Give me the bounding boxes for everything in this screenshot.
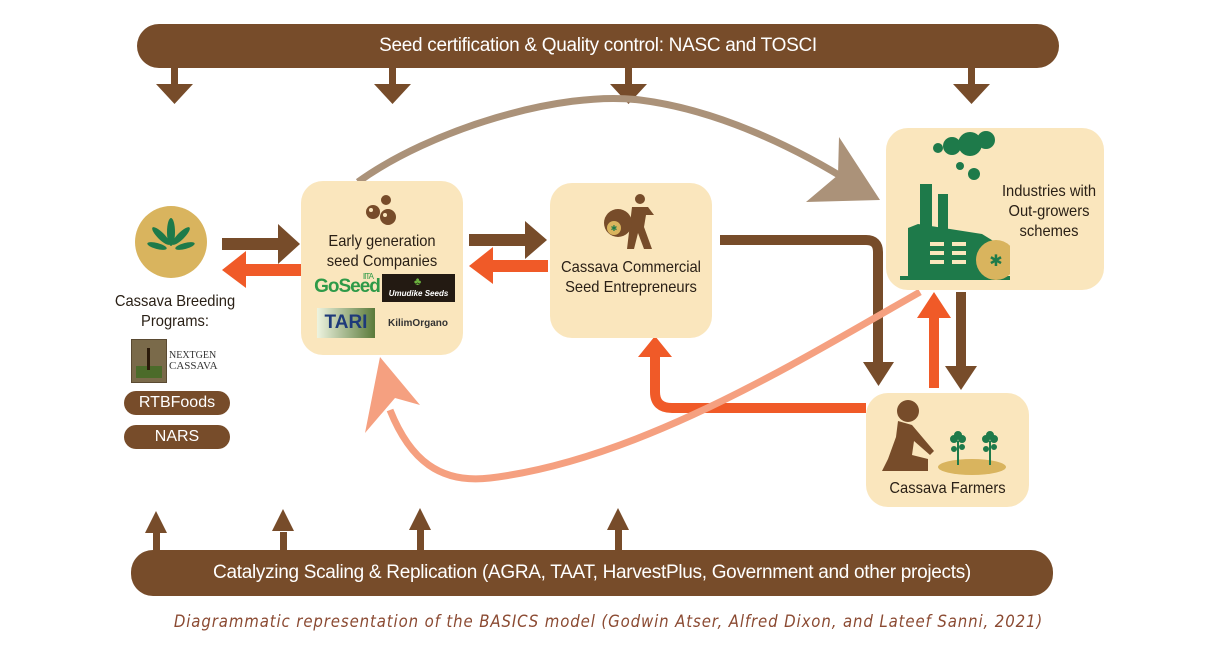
person-carrying-sack-icon: ✱ <box>604 194 654 249</box>
industries-title-line3: schemes <box>1019 223 1079 240</box>
up-arrow-3 <box>409 508 431 552</box>
arrow-industries-to-farmers <box>956 292 966 366</box>
arrowhead-farmers <box>863 362 894 386</box>
diagram-caption: Diagrammatic representation of the BASIC… <box>173 612 1044 632</box>
arc-arrowhead <box>806 137 880 202</box>
up-arrow-4 <box>607 508 629 552</box>
entrepreneurs-title: Cassava Commercial Seed Entrepreneurs <box>556 258 705 298</box>
umudike-sprout-icon: ♣ <box>414 276 422 288</box>
early-gen-title-line2: seed Companies <box>326 253 438 270</box>
umudike-text: Umudike Seeds <box>388 288 449 298</box>
arrow-farmers-to-entrepreneurs <box>650 355 866 413</box>
kilimorgano-logo: KilimOrgano <box>378 315 458 331</box>
svg-text:✱: ✱ <box>989 253 1002 270</box>
breeding-title-line1: Cassava Breeding <box>114 293 236 310</box>
early-generation-node: Early generation seed Companies GoSeed I… <box>301 181 463 355</box>
bottom-up-arrows <box>145 508 629 552</box>
iita-text: IITA <box>362 272 374 281</box>
seed-bubbles-icon <box>366 195 396 225</box>
arc-industries-to-earlygen <box>386 288 922 483</box>
arrow-earlygen-to-entrepreneurs <box>469 221 547 259</box>
breeding-title: Cassava Breeding Programs: <box>106 292 244 332</box>
up-arrow-1 <box>145 511 167 552</box>
industries-title-line2: Out-growers <box>1008 203 1090 220</box>
arrowhead-entrepreneurs <box>638 336 672 357</box>
arc-salmon-arrowhead <box>365 357 420 433</box>
nextgen-tree-icon <box>131 339 167 383</box>
down-arrow-1 <box>156 66 193 104</box>
farmers-title: Cassava Farmers <box>889 480 1006 497</box>
entrepreneurs-title-line1: Cassava Commercial <box>561 259 701 276</box>
arrow-farmers-to-industries <box>929 316 939 388</box>
svg-text:✱: ✱ <box>611 224 618 233</box>
kilimorgano-text: KilimOrgano <box>387 317 448 329</box>
factory-icon: ✱ <box>900 131 1010 280</box>
down-arrow-4 <box>953 66 990 104</box>
tari-logo: TARI <box>317 308 375 338</box>
breeding-title-line2: Programs: <box>141 313 209 330</box>
seed-certification-bar: Seed certification & Quality control: NA… <box>137 24 1059 68</box>
arrowhead-farm-ind <box>917 292 951 318</box>
arrowhead-ind-farm <box>945 366 977 390</box>
nextgen-text-2: CASSAVA <box>169 360 218 372</box>
goseed-text: GoSeed <box>314 276 381 297</box>
goseed-logo: GoSeed IITA <box>314 272 381 300</box>
down-arrow-2 <box>374 66 411 104</box>
entrepreneurs-title-line2: Seed Entrepreneurs <box>565 279 697 296</box>
nextgen-text-1: NEXTGEN <box>169 350 217 361</box>
catalyzing-scaling-bar: Catalyzing Scaling & Replication (AGRA, … <box>131 550 1053 596</box>
rtbfoods-pill: RTBFoods <box>124 391 230 415</box>
nextgen-cassava-logo: NEXTGEN CASSAVA <box>131 339 226 383</box>
arrow-entrepreneurs-to-farmers <box>720 235 883 362</box>
umudike-seeds-logo: Umudike Seeds ♣ <box>382 274 455 302</box>
seed-certification-label: Seed certification & Quality control: NA… <box>379 35 817 56</box>
arrow-breeding-to-earlygen <box>222 224 300 264</box>
farmer-planting-icon <box>882 400 1006 475</box>
down-arrow-3 <box>610 66 647 104</box>
nars-pill: NARS <box>124 425 230 449</box>
arrow-earlygen-to-breeding <box>222 251 301 288</box>
early-gen-title: Early generation seed Companies <box>307 232 456 272</box>
arc-earlygen-to-industries <box>355 94 857 188</box>
top-down-arrows <box>156 66 990 104</box>
cassava-leaf-icon <box>135 206 207 278</box>
industries-node: ✱ Industries with Out-growers schemes <box>886 128 1104 290</box>
farmers-node: Cassava Farmers <box>866 393 1029 507</box>
early-gen-title-line1: Early generation <box>328 233 436 250</box>
industries-title: Industries with Out-growers schemes <box>995 182 1104 242</box>
arrow-entrepreneurs-to-earlygen <box>469 247 548 284</box>
industries-title-line1: Industries with <box>1001 183 1097 200</box>
tari-text: TARI <box>324 312 368 333</box>
catalyzing-scaling-label: Catalyzing Scaling & Replication (AGRA, … <box>213 562 971 583</box>
entrepreneurs-node: ✱ Cassava Commercial Seed Entrepreneurs <box>550 183 712 338</box>
up-arrow-2 <box>272 509 294 552</box>
